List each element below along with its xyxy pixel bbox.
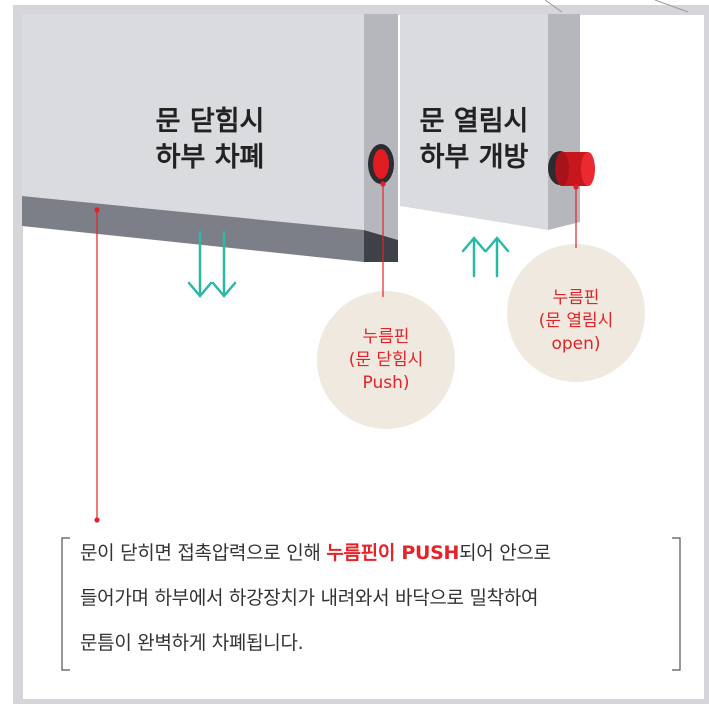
pin-open-line3: open) — [551, 334, 601, 354]
closed-door-seal — [22, 196, 364, 262]
open-door-label-line1: 문 열림시 — [419, 106, 529, 137]
open-door-front — [400, 14, 548, 230]
open-door-label-line2: 하부 개방 — [419, 142, 529, 173]
closed-door-side — [364, 14, 398, 240]
description-text: 문이 닫히면 접촉압력으로 인해 누름핀이 PUSH되어 안으로 들어가며 하부… — [80, 531, 650, 666]
open-pin-base — [555, 152, 569, 186]
pin-closed-line1: 누름핀 — [362, 327, 410, 347]
pin-closed-label: 누름핀 (문 닫힘시 Push) — [326, 326, 446, 395]
pin-open-label: 누름핀 (문 열림시 open) — [516, 287, 636, 356]
down-arrows-icon — [187, 230, 237, 298]
pin-open-line2: (문 열림시 — [538, 311, 614, 331]
pin-closed-line2: (문 닫힘시 — [348, 350, 424, 370]
pin-open-line1: 누름핀 — [552, 288, 600, 308]
closed-door-label-line1: 문 닫힘시 — [155, 106, 265, 137]
closed-door-seal-side — [364, 230, 398, 262]
callout-circle-open — [507, 244, 645, 382]
ceiling-lines — [544, 0, 689, 13]
description-line2: 들어가며 하부에서 하강장치가 내려와서 바닥으로 밀착하여 — [80, 587, 539, 609]
description-line1: 문이 닫히면 접촉압력으로 인해 누름핀이 PUSH되어 안으로 — [80, 531, 650, 576]
open-door — [400, 14, 595, 230]
pin-closed-line3: Push) — [362, 373, 410, 393]
open-door-side — [548, 14, 580, 230]
callout-circle-closed — [317, 291, 455, 429]
open-door-label: 문 열림시 하부 개방 — [404, 104, 544, 176]
description-brackets — [61, 537, 681, 671]
closed-door-label: 문 닫힘시 하부 차폐 — [130, 104, 290, 176]
description-line1-pre: 문이 닫히면 접촉압력으로 인해 — [80, 542, 327, 564]
description-highlight: 누름핀이 PUSH — [326, 542, 460, 564]
open-pin-tip — [581, 152, 595, 186]
description-line1-post: 되어 안으로 — [459, 542, 551, 564]
leader-lines — [94, 181, 579, 523]
push-pin-head — [373, 149, 389, 179]
up-arrows-icon — [461, 236, 510, 278]
closed-door-front — [22, 14, 364, 230]
closed-door — [22, 14, 398, 262]
description-line3: 문틈이 완벽하게 차폐됩니다. — [80, 632, 304, 654]
closed-door-label-line2: 하부 차폐 — [155, 142, 265, 173]
